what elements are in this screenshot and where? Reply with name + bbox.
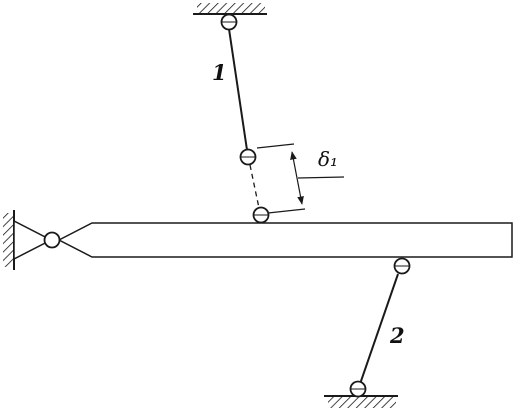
rigid-beam	[57, 222, 513, 258]
bar-1	[228, 28, 248, 151]
hinge-bar1-end	[239, 148, 257, 166]
hinge-wall	[43, 231, 61, 249]
bottom-ground-support	[324, 395, 398, 408]
hinge-beam-top	[252, 206, 270, 224]
left-wall-support	[3, 210, 53, 270]
hinge-beam-bottom	[393, 257, 411, 275]
hinge-top	[220, 13, 238, 31]
gap-dimension	[256, 143, 345, 214]
bar-2-label: 2	[389, 323, 405, 348]
top-ground-support	[193, 3, 267, 15]
gap-label: δ₁	[318, 147, 338, 171]
hinge-bottom-ground	[349, 380, 367, 398]
gap-dashed-line	[249, 164, 260, 209]
bar-1-label: 1	[212, 60, 227, 85]
bar-2	[359, 273, 399, 385]
